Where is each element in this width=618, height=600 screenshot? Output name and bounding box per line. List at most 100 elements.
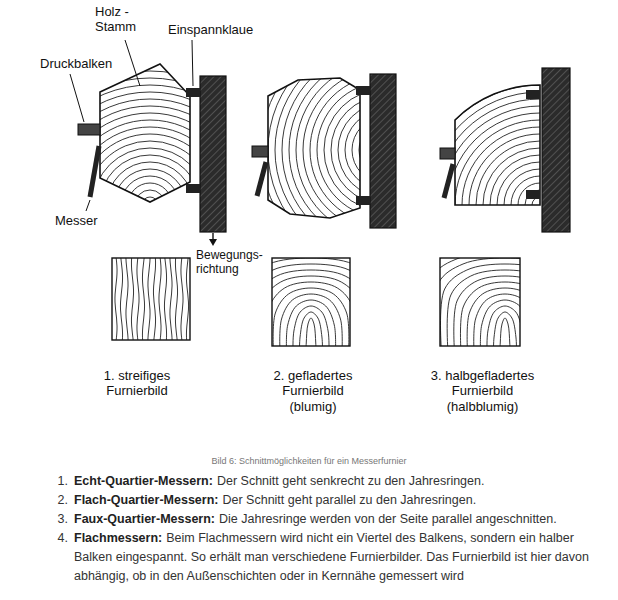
term: Flachmessern:	[74, 531, 162, 545]
grain-line	[120, 258, 122, 340]
grain-line	[186, 258, 188, 340]
term: Faux-Quartier-Messern:	[74, 512, 215, 526]
growth-ring	[121, 176, 179, 234]
veneer-sample	[272, 258, 350, 346]
growth-rings	[0, 36, 319, 374]
grain-line	[164, 258, 166, 340]
list-item: 3.Faux-Quartier-Messern: Die Jahresringe …	[44, 510, 610, 529]
list-item: 1.Echt-Quartier-Messern:Der Schnitt geht…	[44, 472, 610, 491]
growth-ring	[0, 50, 305, 360]
figure-caption-box: 1. streifiges Furnierbild	[82, 368, 192, 399]
part-label: Messer	[55, 213, 98, 228]
growth-ring	[0, 36, 319, 374]
veneer-grain	[272, 258, 350, 346]
definition-list: 1.Echt-Quartier-Messern:Der Schnitt geht…	[44, 472, 610, 586]
figure-caption-box: 2. gefladertes Furnierbild (blumig)	[258, 368, 368, 414]
grain-line	[440, 258, 520, 346]
clamp-claw	[356, 86, 370, 95]
part-label: Holz - Stamm	[95, 4, 136, 34]
growth-ring	[135, 190, 165, 220]
grain-line	[272, 264, 350, 346]
grain-line	[272, 258, 350, 346]
growth-ring	[2, 57, 298, 353]
direction-label-box: Bewegungs- richtung	[196, 248, 274, 276]
grain-line	[474, 294, 520, 346]
term: Flach-Quartier-Messern:	[74, 493, 218, 507]
growth-ring	[254, 19, 516, 281]
pressure-bar	[78, 124, 100, 135]
figure-caption-box: 3. halbgefladertes Furnierbild (halbblum…	[420, 368, 545, 414]
grain-line	[467, 288, 520, 346]
clamp-board	[200, 76, 226, 232]
veneer-sample	[440, 258, 520, 346]
grain-line	[460, 282, 520, 346]
clamp-claw	[526, 90, 540, 99]
growth-rings	[247, 12, 523, 288]
grain-line	[306, 318, 316, 346]
grain-line	[181, 258, 183, 340]
term: Echt-Quartier-Messern:	[74, 474, 213, 488]
pressure-bar	[252, 146, 268, 157]
pressure-bar	[440, 148, 455, 159]
grain-line	[272, 276, 350, 346]
growth-ring	[37, 92, 263, 318]
growth-ring	[247, 12, 523, 288]
grain-line	[272, 258, 350, 346]
list-number: 3.	[44, 510, 74, 529]
growth-ring	[114, 169, 186, 241]
grain-line	[440, 258, 520, 346]
grain-line	[500, 318, 510, 346]
grain-line	[447, 270, 520, 346]
growth-ring	[0, 43, 312, 367]
list-body: Faux-Quartier-Messern: Die Jahresringe we…	[74, 510, 610, 529]
caption-box: Bild 6: Schnittmöglichkeiten für ein Mes…	[0, 456, 618, 466]
growth-ring	[420, 85, 618, 325]
growth-ring	[9, 64, 291, 346]
leader-line	[70, 74, 84, 122]
veneer-grain	[440, 258, 520, 346]
clamp-claw	[186, 88, 200, 97]
growth-ring	[23, 78, 277, 332]
figure-caption: 1. streifiges Furnierbild	[104, 368, 170, 398]
definition: Der Schnitt geht senkrecht zu den Jahres…	[217, 474, 485, 488]
knife	[257, 162, 266, 196]
motion-arrow-head	[209, 239, 217, 246]
definition: Die Jahresringe werden von der Seite par…	[219, 512, 557, 526]
direction-label: Bewegungs- richtung	[196, 248, 263, 276]
caption: Bild 6: Schnittmöglichkeiten für ein Mes…	[211, 456, 406, 466]
grain-line	[286, 300, 335, 346]
growth-ring	[303, 68, 467, 232]
list-body: Flach-Quartier-Messern:Der Schnitt geht …	[74, 491, 610, 510]
grain-line	[148, 258, 150, 340]
growth-ring	[16, 71, 284, 339]
log-outline	[455, 85, 540, 205]
list-number: 4.	[44, 529, 74, 586]
grain-line	[142, 258, 144, 340]
part-label-box: Einspannklaue	[168, 22, 278, 37]
knife	[90, 146, 99, 197]
list-item: 2.Flach-Quartier-Messern:Der Schnitt geh…	[44, 491, 610, 510]
growth-ring	[86, 141, 214, 269]
leader-line	[125, 40, 140, 86]
grain-line	[131, 258, 133, 340]
growth-ring	[261, 26, 509, 274]
part-label: Druckbalken	[40, 56, 112, 71]
growth-ring	[100, 155, 200, 255]
list-body: Flachmessern:Beim Flachmessern wird nich…	[74, 529, 610, 586]
grain-line	[115, 258, 117, 340]
grain-line	[126, 258, 128, 340]
grain-line	[137, 258, 139, 340]
growth-rings	[420, 85, 618, 325]
grain-line	[272, 282, 350, 346]
part-label: Einspannklaue	[168, 22, 253, 37]
part-label-box: Druckbalken	[40, 56, 140, 71]
grain-line	[153, 258, 155, 340]
growth-ring	[268, 33, 502, 267]
clamp-board	[370, 74, 396, 228]
list-item: 4.Flachmessern:Beim Flachmessern wird ni…	[44, 529, 610, 586]
grain-line	[273, 288, 349, 346]
veneer-sample	[112, 258, 190, 340]
grain-line	[272, 270, 350, 346]
